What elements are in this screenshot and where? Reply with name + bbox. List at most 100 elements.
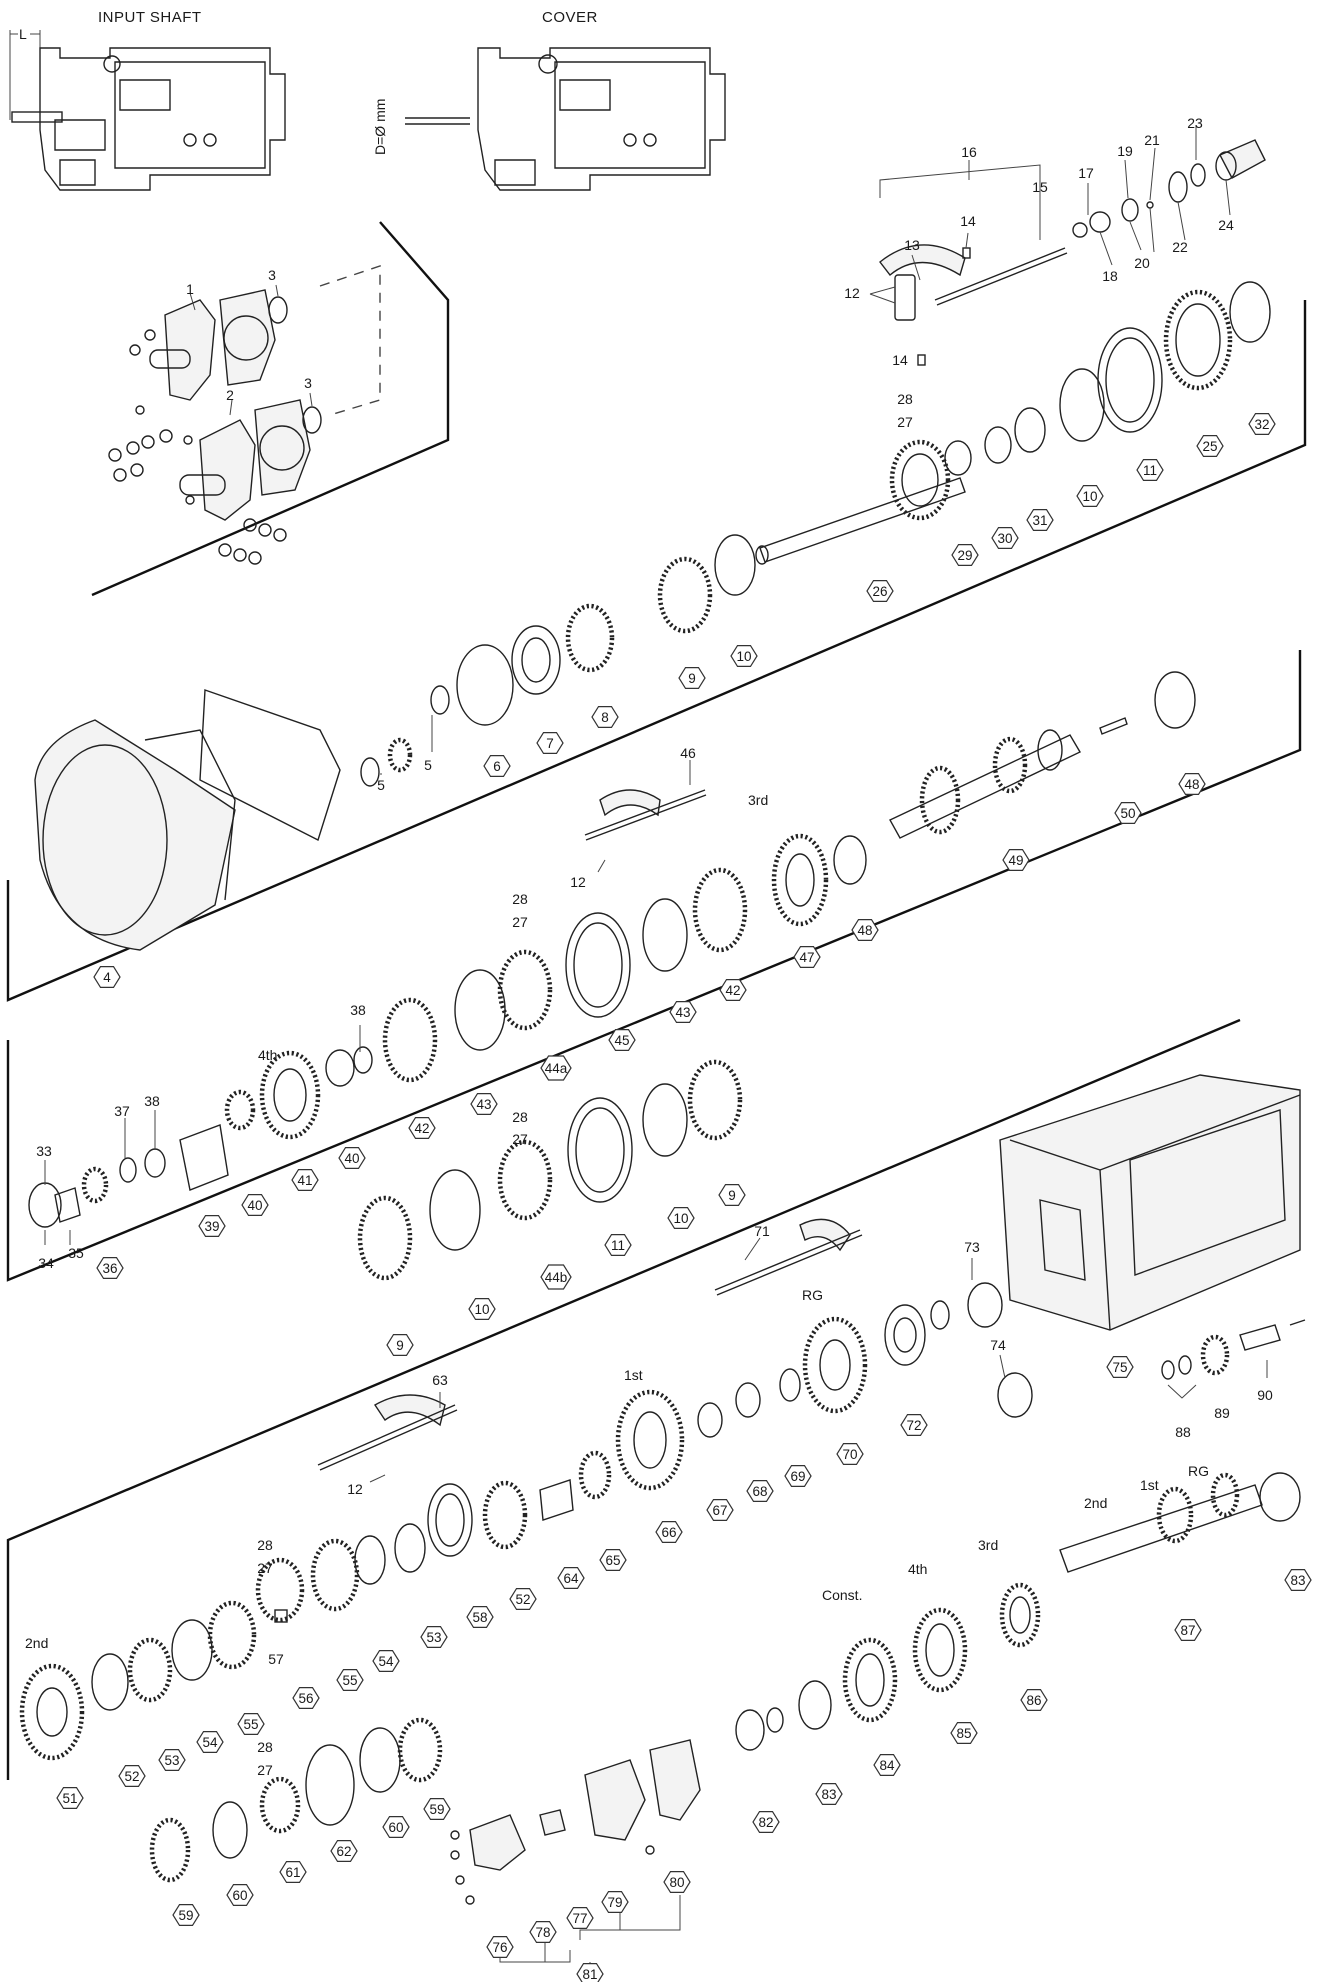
callout-number: 42 <box>414 1121 429 1136</box>
gear-label-4th-upper: 4th <box>258 1047 277 1063</box>
callout-25: 25 <box>1196 435 1224 457</box>
callout-62: 62 <box>330 1839 358 1863</box>
part-number-89: 89 <box>1214 1405 1230 1421</box>
part-number-5: 5 <box>377 777 385 793</box>
callout-49: 49 <box>1002 848 1030 872</box>
callout-47: 47 <box>793 945 821 969</box>
range-synchro-row <box>357 1059 743 1281</box>
part-number-34: 34 <box>38 1255 54 1271</box>
callout-hexagon <box>536 731 564 755</box>
callout-number: 84 <box>879 1758 895 1773</box>
callout-number: 25 <box>1202 439 1217 454</box>
callout-number: 9 <box>396 1338 404 1353</box>
callout-number: 44b <box>545 1270 568 1285</box>
callout-50: 50 <box>1114 801 1142 825</box>
part-number-5: 5 <box>424 757 432 773</box>
callout-number: 42 <box>725 983 740 998</box>
callout-number: 36 <box>102 1261 117 1276</box>
callout-hexagon <box>330 1839 358 1863</box>
cover-thumbnail: COVER D=Ø mm <box>372 9 726 191</box>
callout-78: 78 <box>529 1920 557 1944</box>
callout-hexagon <box>1020 1688 1048 1712</box>
part-number-12: 12 <box>570 874 586 890</box>
callout-43: 43 <box>470 1092 498 1116</box>
part-number-20: 20 <box>1134 255 1150 271</box>
callout-75: 75 <box>1106 1355 1134 1379</box>
part-number-23: 23 <box>1187 115 1203 131</box>
part-number-57: 57 <box>268 1651 284 1667</box>
callout-hexagon <box>1284 1568 1312 1592</box>
callout-hexagon <box>599 1548 627 1572</box>
callout-hexagon <box>96 1256 124 1280</box>
callout-number: 11 <box>611 1238 625 1253</box>
gear-label-3rd-right: 3rd <box>978 1537 998 1553</box>
callout-4: 4 <box>93 965 121 989</box>
callout-number: 52 <box>515 1592 530 1607</box>
callout-30: 30 <box>991 526 1019 550</box>
callout-number: 26 <box>872 584 887 599</box>
callout-hexagon <box>784 1464 812 1488</box>
callout-66: 66 <box>655 1520 683 1544</box>
callout-hexagon <box>815 1782 843 1806</box>
callout-number: 62 <box>336 1844 351 1859</box>
part-number-12: 12 <box>844 285 860 301</box>
part-number-27: 27 <box>257 1762 273 1778</box>
callout-44b: 44b <box>540 1264 572 1290</box>
callout-hexagon <box>718 1183 746 1207</box>
part-number-1: 1 <box>186 281 194 297</box>
callout-10: 10 <box>1076 485 1104 507</box>
callout-hexagon <box>836 1442 864 1466</box>
callout-hexagon <box>470 1092 498 1116</box>
callout-number: 56 <box>298 1691 313 1706</box>
part-number-17: 17 <box>1078 165 1094 181</box>
callout-number: 66 <box>661 1525 676 1540</box>
section-frames <box>6 221 1307 1780</box>
callout-80: 80 <box>663 1870 691 1894</box>
part-number-24: 24 <box>1218 217 1234 233</box>
callout-hexagon <box>793 945 821 969</box>
callout-number: 67 <box>712 1503 727 1518</box>
callout-hexagon <box>604 1233 632 1257</box>
callout-hexagon <box>1106 1355 1134 1379</box>
callout-hexagon <box>1136 459 1164 481</box>
callout-number: 41 <box>297 1173 312 1188</box>
callout-number: 40 <box>344 1151 359 1166</box>
part-number-27: 27 <box>512 1131 528 1147</box>
callout-hexagon <box>1076 485 1104 507</box>
callout-hexagon <box>667 1206 695 1230</box>
callout-9: 9 <box>718 1183 746 1207</box>
callout-number: 8 <box>601 710 609 725</box>
gear-label-rg-right: RG <box>1188 1463 1209 1479</box>
callout-hexagon <box>540 1055 572 1081</box>
callout-number: 85 <box>956 1726 971 1741</box>
callout-82: 82 <box>752 1810 780 1834</box>
callout-hexagon <box>566 1906 594 1930</box>
part-number-27: 27 <box>512 914 528 930</box>
part-number-35: 35 <box>68 1245 84 1261</box>
callout-number: 49 <box>1008 853 1023 868</box>
callout-hexagon <box>678 666 706 690</box>
part-number-33: 33 <box>36 1143 52 1159</box>
callout-hexagon <box>423 1797 451 1821</box>
callout-number: 54 <box>378 1654 394 1669</box>
callout-hexagon <box>1026 509 1054 532</box>
part-number-28: 28 <box>257 1739 273 1755</box>
callout-hexagon <box>663 1870 691 1894</box>
callout-number: 48 <box>857 923 872 938</box>
input-shaft-thumbnail: INPUT SHAFT L <box>9 9 286 191</box>
callout-hexagon <box>669 1000 697 1024</box>
callout-40: 40 <box>338 1146 366 1170</box>
callout-number: 69 <box>790 1469 805 1484</box>
callout-9: 9 <box>386 1333 414 1357</box>
part-number-38: 38 <box>350 1002 366 1018</box>
callout-51: 51 <box>56 1786 84 1810</box>
callout-hexagon <box>56 1786 84 1810</box>
callout-hexagon <box>900 1413 928 1437</box>
callout-53: 53 <box>420 1625 448 1649</box>
callout-61: 61 <box>279 1860 307 1884</box>
part-number-28: 28 <box>897 391 913 407</box>
callout-hexagon <box>540 1264 572 1290</box>
callout-83: 83 <box>815 1782 843 1806</box>
callout-number: 82 <box>758 1815 773 1830</box>
input-shaft-row <box>360 281 1271 787</box>
